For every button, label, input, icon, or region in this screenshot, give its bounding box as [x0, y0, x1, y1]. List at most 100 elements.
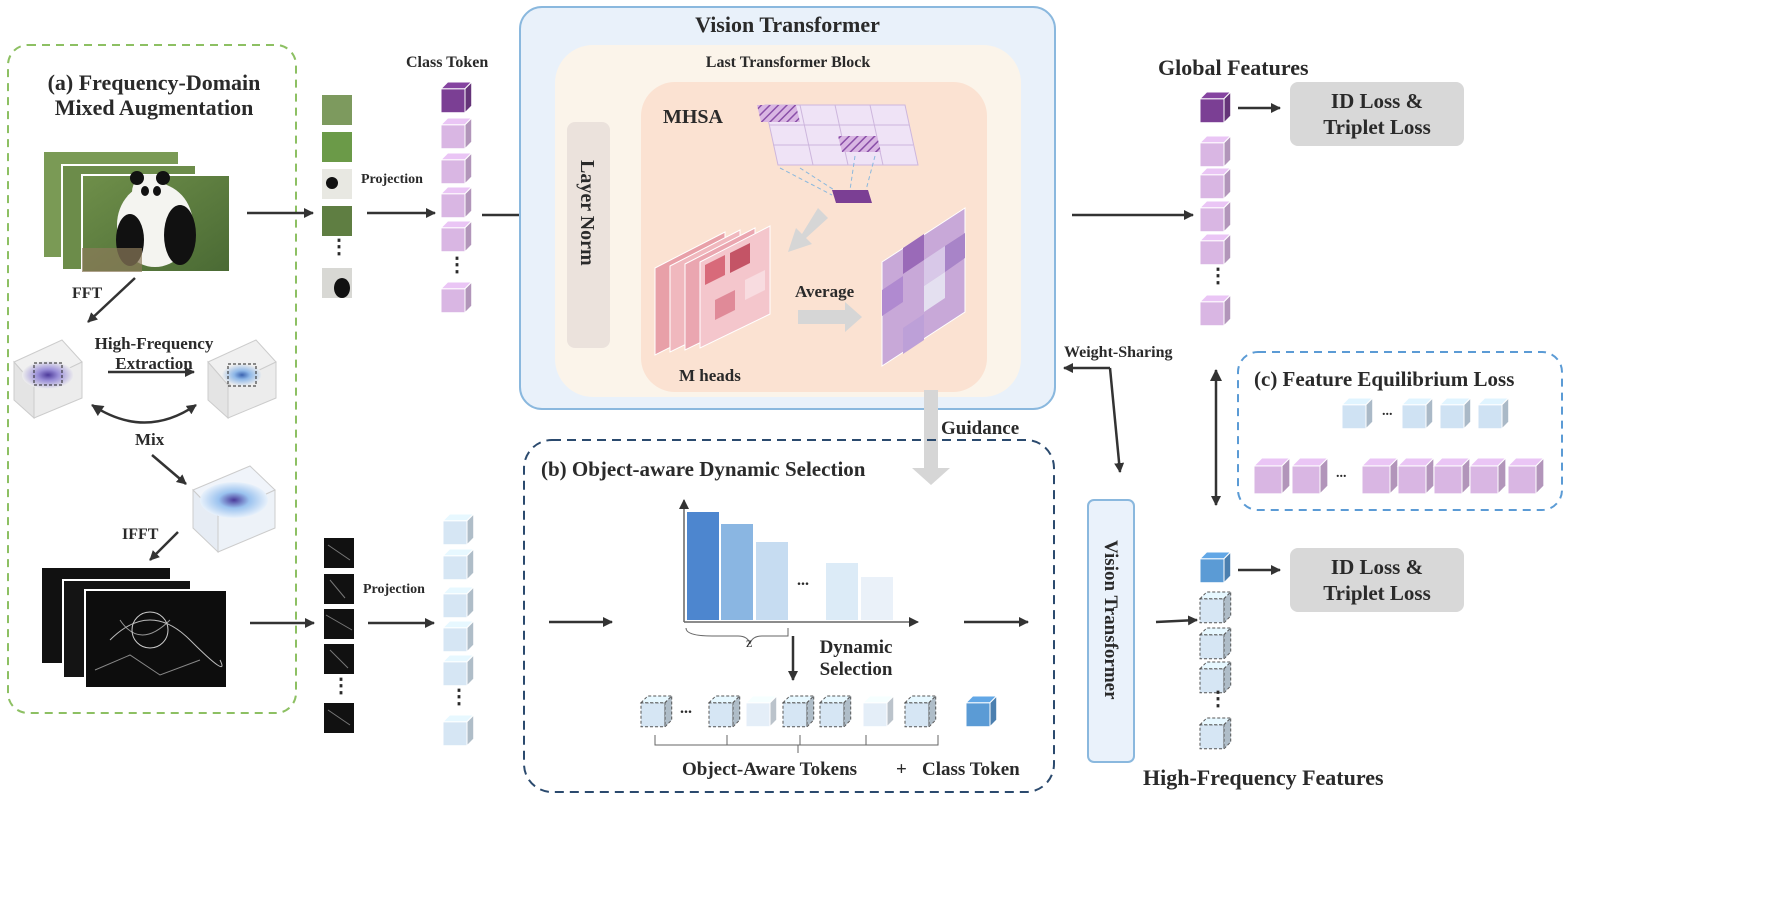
- global-ellipsis: ⋮: [1208, 265, 1228, 287]
- token-cube-3: [441, 619, 475, 653]
- panel-a-frame: [7, 44, 297, 714]
- selection-bar-chart: [679, 499, 919, 645]
- weight-sharing-arrow-down: [1108, 367, 1125, 473]
- panel-c-ellipsis-bottom: ...: [1336, 466, 1347, 481]
- selection-bracket: [654, 735, 939, 753]
- id-triplet-loss-top: ID Loss & Triplet Loss: [1290, 82, 1464, 146]
- token-cube-4: [1198, 232, 1232, 266]
- to-high-freq-arrow: [1155, 615, 1198, 626]
- m-heads-label: M heads: [679, 366, 741, 385]
- mix-arrow: [91, 403, 197, 424]
- c-top-cube-3: [1476, 396, 1510, 430]
- c-bottom-cube-4: [1432, 456, 1472, 496]
- vit-title: Vision Transformer: [695, 12, 880, 37]
- high-frequency-feature-column: [1198, 550, 1232, 750]
- token-cube-5: [439, 280, 473, 314]
- panda-image-stack: [44, 152, 231, 273]
- global-features-label: Global Features: [1158, 55, 1309, 80]
- panel-c-cubes: [1252, 396, 1546, 496]
- token-cube-4: [439, 219, 473, 253]
- m-heads-stack: [654, 225, 771, 356]
- weight-sharing-label: Weight-Sharing: [1064, 344, 1173, 361]
- hf-extraction-line2: Extraction: [115, 353, 193, 373]
- c-bottom-cube-3: [1396, 456, 1436, 496]
- dynamic-selection-line1: Dynamic: [819, 637, 893, 658]
- panel-c-ellipsis-top: ...: [1382, 404, 1393, 419]
- score-bar-4: [861, 577, 893, 620]
- token-cube-4: [1198, 716, 1232, 750]
- selected-token-4: [818, 694, 852, 728]
- vit-vertical-label: Vision Transformer: [1099, 540, 1121, 700]
- fft-label: FFT: [72, 285, 103, 302]
- dynamic-selection-line2: Selection: [819, 658, 893, 680]
- average-label: Average: [795, 282, 855, 301]
- ifft-label: IFFT: [122, 526, 159, 543]
- hf-extraction-line1: High-Frequency: [94, 334, 214, 353]
- projection-label-bottom: Projection: [363, 582, 425, 597]
- score-bar-3: [826, 563, 858, 620]
- selected-token-2: [744, 694, 778, 728]
- c-top-cube-2: [1438, 396, 1472, 430]
- ifft-arrow: [149, 531, 179, 561]
- token-cube-2: [439, 151, 473, 185]
- panel-a-title: (a) Frequency-Domain Mixed Augmentation: [30, 70, 278, 121]
- token-cube-2: [1198, 626, 1232, 660]
- b-class-token-label: Class Token: [922, 759, 1020, 780]
- spectrum-cube-right: [207, 339, 277, 420]
- token-cube-0: [439, 80, 473, 114]
- spectrum-cube-left: [13, 339, 83, 420]
- plus-label: +: [896, 759, 907, 780]
- token-column-top: [439, 80, 473, 314]
- high-freq-features-label: High-Frequency Features: [1143, 765, 1384, 790]
- token-cube-3: [1198, 660, 1232, 694]
- token-cube-0: [441, 512, 475, 546]
- selected-token-6: [903, 694, 937, 728]
- patch-ellipsis-top: ⋮: [329, 236, 349, 258]
- token-cube-4: [441, 653, 475, 687]
- selected-token-3: [781, 694, 815, 728]
- score-bar-0: [687, 512, 719, 620]
- panel-a-title-line1: (a) Frequency-Domain: [47, 70, 261, 95]
- id-triplet-loss-bottom: ID Loss & Triplet Loss: [1290, 548, 1464, 612]
- panel-b-frame: [523, 439, 1055, 793]
- panel-a-title-line2: Mixed Augmentation: [54, 95, 254, 121]
- patch-ellipsis-bottom: ⋮: [331, 675, 351, 697]
- score-bar-2: [756, 542, 788, 620]
- selected-token-0: [639, 694, 673, 728]
- token-column-bottom: [441, 512, 475, 747]
- hf-ellipsis: ⋮: [1208, 688, 1228, 710]
- averaged-attention-map: [881, 207, 966, 367]
- selected-token-1: [707, 694, 741, 728]
- attention-matrix: [757, 104, 919, 203]
- c-bottom-cube-2: [1360, 456, 1400, 496]
- mix-down-arrow: [151, 454, 187, 485]
- c-bottom-cube-5: [1468, 456, 1508, 496]
- c-bottom-cube-0: [1252, 456, 1292, 496]
- mhsa-label: MHSA: [663, 106, 723, 128]
- panel-b-title: (b) Object-aware Dynamic Selection: [541, 457, 866, 481]
- score-bar-1: [721, 524, 753, 620]
- mhsa-to-heads-arrow: [788, 208, 828, 252]
- edge-image-stack: [42, 568, 228, 689]
- token-cube-2: [441, 585, 475, 619]
- c-top-cube-1: [1400, 396, 1434, 430]
- token-cube-0: [1198, 90, 1232, 124]
- token-cube-3: [439, 185, 473, 219]
- guidance-label: Guidance: [941, 418, 1020, 439]
- selected-token-5: [861, 694, 895, 728]
- token-ellipsis-top: ⋮: [447, 254, 467, 276]
- panel-c-title: (c) Feature Equilibrium Loss: [1254, 367, 1515, 391]
- token-cube-1: [441, 547, 475, 581]
- token-cube-5: [1198, 293, 1232, 327]
- c-top-cube-0: [1340, 396, 1374, 430]
- c-bottom-cube-6: [1506, 456, 1546, 496]
- class-token-label: Class Token: [406, 54, 489, 71]
- layer-norm-box: [567, 122, 610, 348]
- mix-label: Mix: [135, 430, 165, 449]
- hf-extraction-label: High-Frequency Extraction: [84, 334, 224, 373]
- token-cube-1: [1198, 134, 1232, 168]
- layer-norm-label: Layer Norm: [576, 160, 598, 266]
- spectrum-cube-mix: [192, 465, 276, 554]
- vit-vertical-box: [1087, 499, 1135, 763]
- token-cube-0: [1198, 550, 1232, 584]
